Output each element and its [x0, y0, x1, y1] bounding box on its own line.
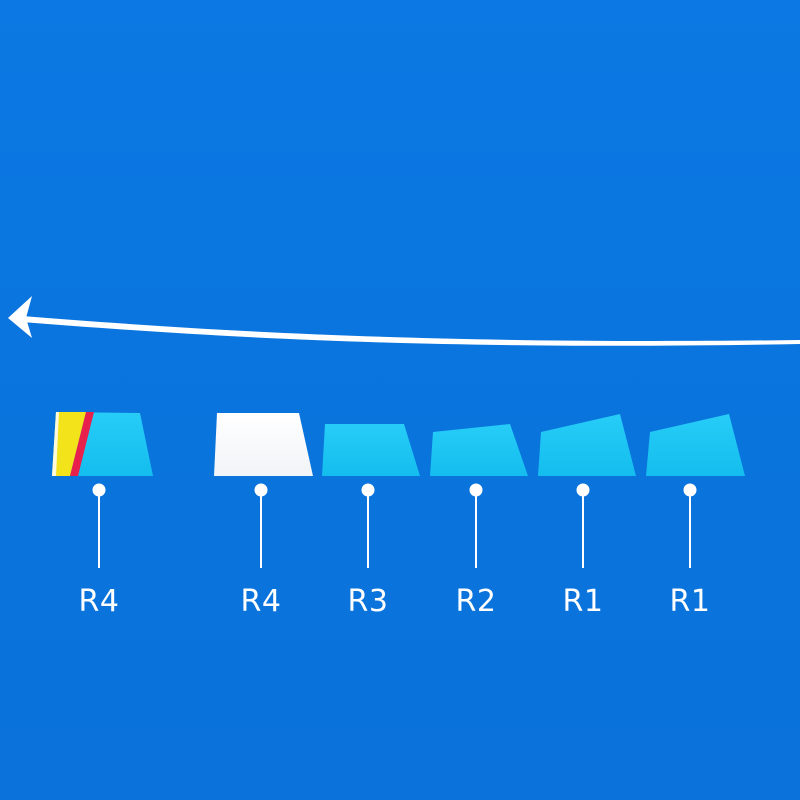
connector-line: [367, 490, 369, 568]
connector-2: [361, 483, 375, 568]
row-label-r1-b: R1: [669, 584, 711, 619]
connector-0: [92, 483, 106, 568]
connector-line: [260, 490, 262, 568]
connector-5: [683, 483, 697, 568]
keycap-body: [538, 414, 636, 476]
row-label-r3: R3: [347, 584, 389, 619]
connector-3: [469, 483, 483, 568]
connector-line: [582, 490, 584, 568]
keycap-yellow-stripe: [52, 412, 86, 476]
connector-4: [576, 483, 590, 568]
row-label-r4-white: R4: [240, 584, 282, 619]
keycap-white-edge: [52, 412, 59, 476]
keycap-r1-b: [646, 414, 745, 476]
connector-line: [689, 490, 691, 568]
row-label-r4-multicolor: R4: [78, 584, 120, 619]
row-label-r1-a: R1: [562, 584, 604, 619]
keycap-body: [214, 413, 313, 476]
keycap-r2: [430, 424, 528, 476]
keycap-r1-a: [538, 414, 636, 476]
connector-1: [254, 483, 268, 568]
connector-line: [475, 490, 477, 568]
connector-line: [98, 490, 100, 568]
keycap-red-stripe: [70, 412, 94, 476]
keycap-r4-white: [214, 413, 313, 476]
arrow-left-icon: [8, 296, 800, 346]
arrow-shaft: [22, 316, 800, 346]
keycap-body: [322, 424, 420, 476]
row-label-r2: R2: [455, 584, 497, 619]
keycap-r4-multicolor: [52, 412, 153, 476]
arrow-head: [8, 296, 32, 338]
keycap-body: [430, 424, 528, 476]
keycap-body: [646, 414, 745, 476]
keycap-r3: [322, 424, 420, 476]
